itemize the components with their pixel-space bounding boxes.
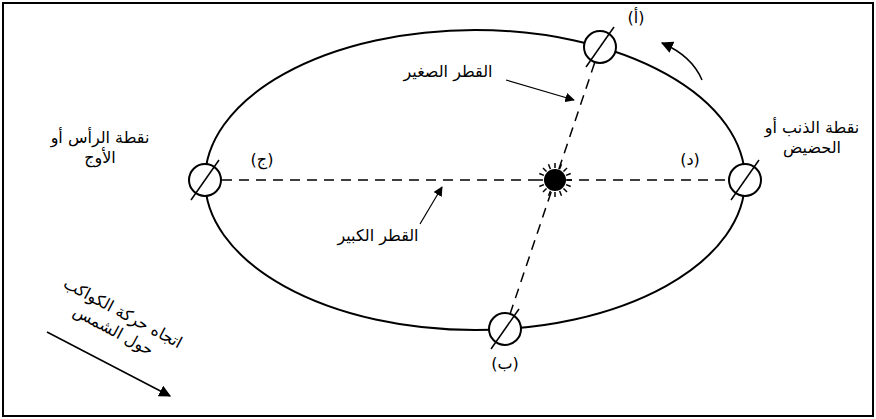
sun-ray <box>563 168 567 172</box>
direction-note: اتجاه حركة الكواكب حول الشمس <box>38 267 198 377</box>
point-name: نقطة الذنب أو الحضيض <box>764 118 860 158</box>
point-letter: (أ) <box>628 8 645 28</box>
sun-ray <box>554 192 556 197</box>
point-name: نقطة الرأس أو الأوج <box>45 128 155 168</box>
sun-ray <box>560 191 562 196</box>
leader-arrow <box>420 187 442 224</box>
motion-arrow <box>662 43 702 80</box>
point-letter: (ب) <box>491 354 519 374</box>
sun-ray <box>566 173 571 175</box>
sun-ray <box>563 188 567 192</box>
sun-ray <box>543 188 547 192</box>
sun-ray <box>554 163 556 168</box>
planet-aphelion <box>189 160 221 200</box>
planet-b <box>489 309 521 349</box>
axis-label: القطر الصغير <box>393 62 503 82</box>
sun-ray <box>543 168 547 172</box>
sun-ray <box>567 179 572 181</box>
sun-ray <box>539 185 544 187</box>
sun-ray <box>548 164 550 169</box>
major-axis <box>205 179 745 181</box>
sun-ray <box>566 185 571 187</box>
orbit-ellipse <box>205 30 745 330</box>
sun-symbol <box>538 163 572 197</box>
point-letter: (د) <box>680 150 700 170</box>
leader-arrow <box>506 80 574 100</box>
planet-perihelion <box>729 160 761 200</box>
minor-axis <box>505 47 600 329</box>
sun-ray <box>538 179 543 181</box>
sun-ray <box>548 191 550 196</box>
frame-border <box>3 3 873 416</box>
sun-ray <box>539 173 544 175</box>
point-letter: (ج) <box>251 150 274 170</box>
axis-label: القطر الكبير <box>323 226 433 246</box>
planet-a <box>584 27 616 67</box>
sun-ray <box>560 164 562 169</box>
